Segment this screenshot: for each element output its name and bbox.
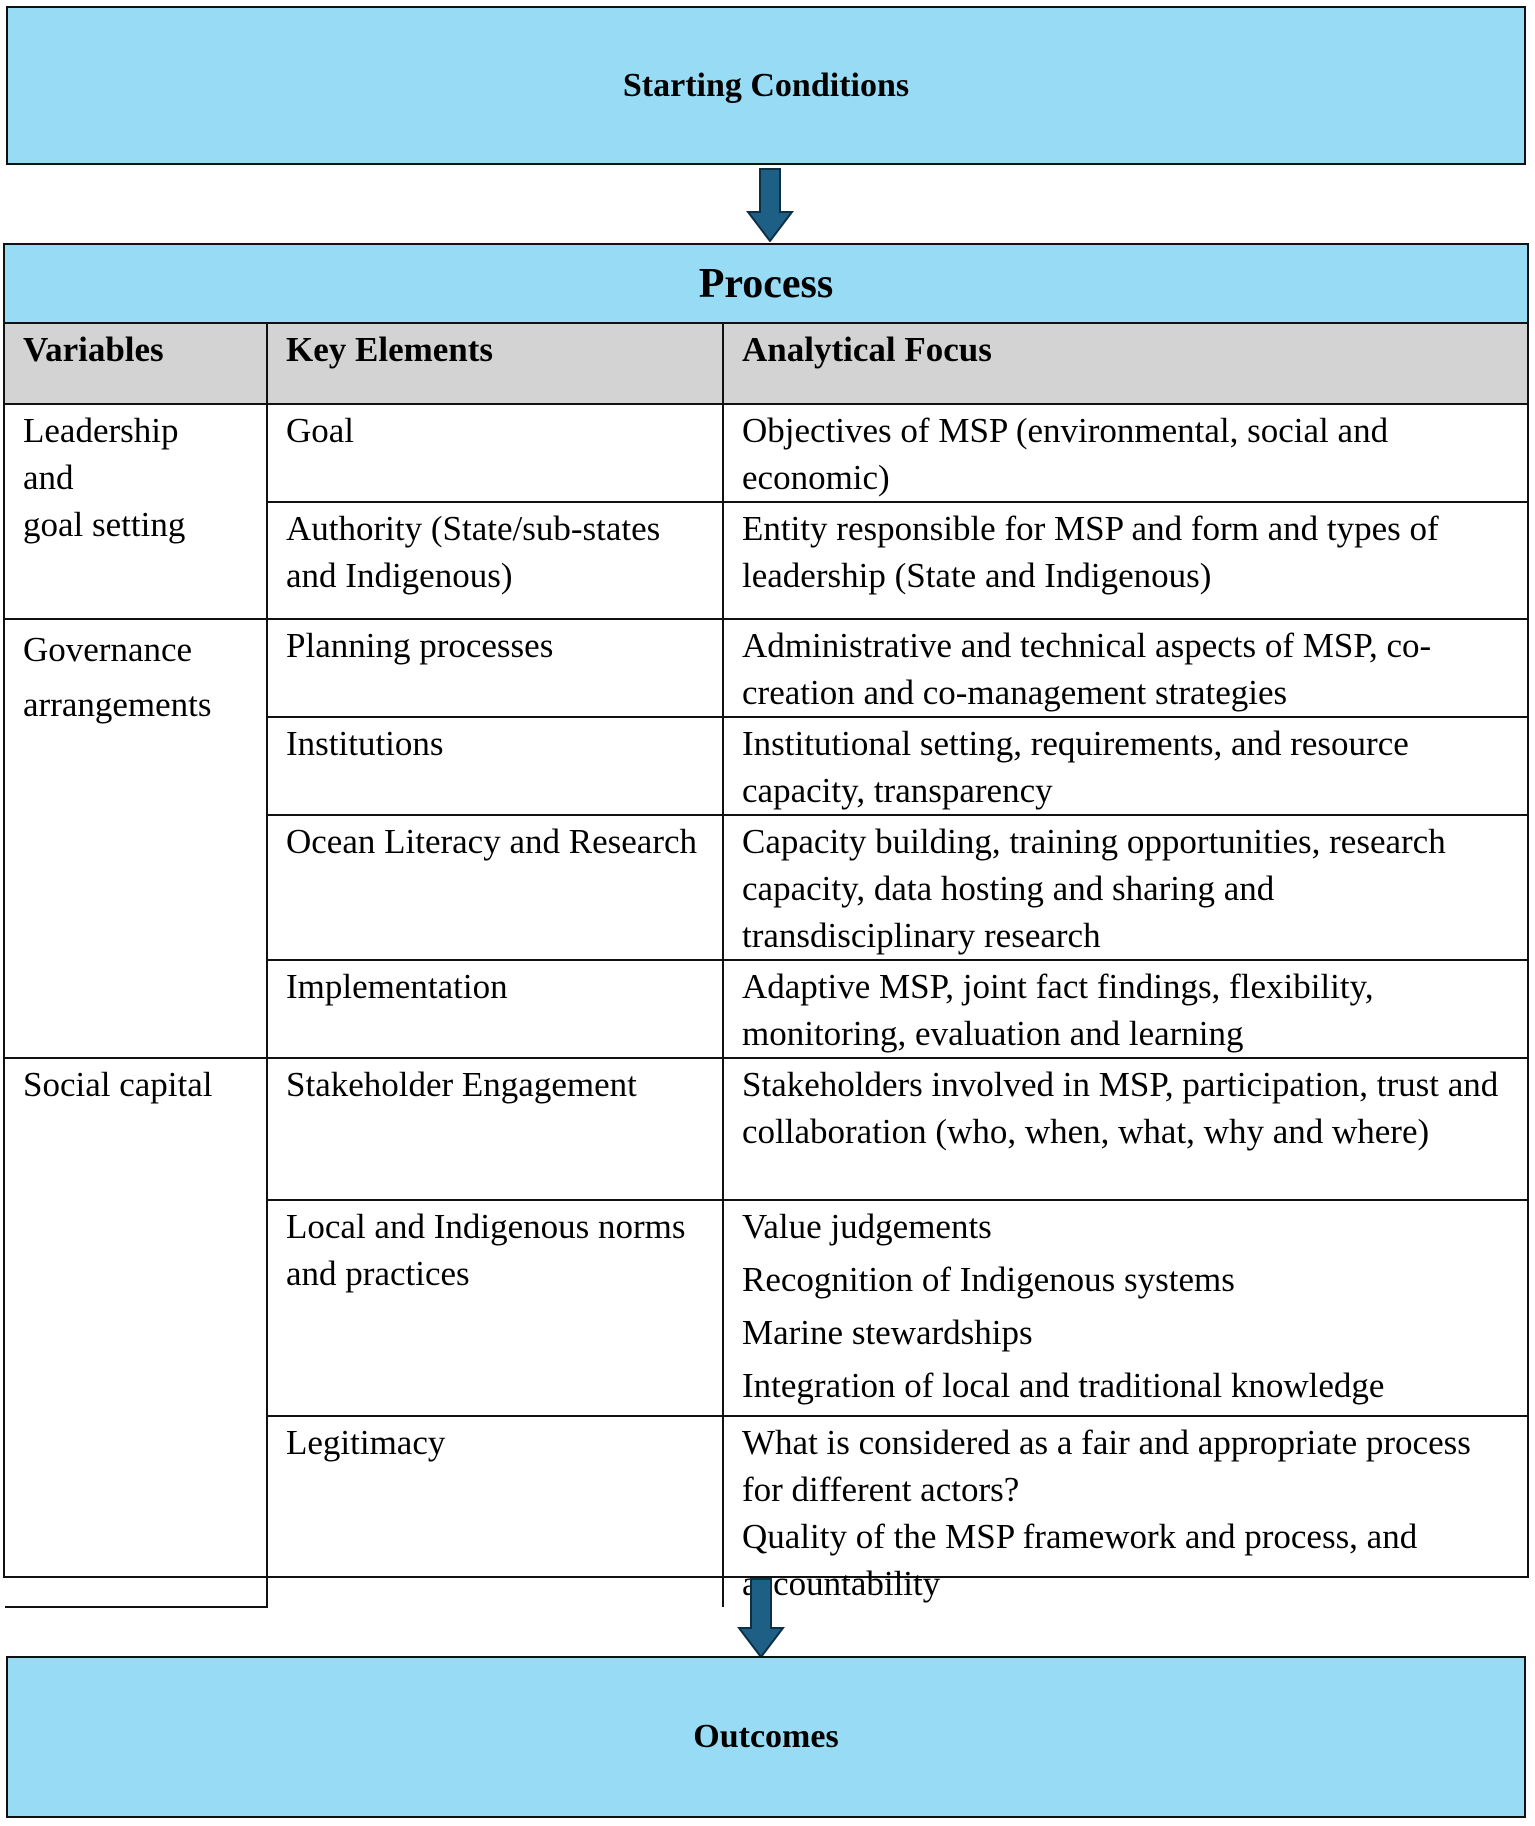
focus-item: What is considered as a fair and appropr…	[742, 1423, 1471, 1509]
process-table: Variables Key Elements Analytical Focus …	[5, 324, 1527, 1608]
focus-list-cell: Value judgements Recognition of Indigeno…	[722, 1199, 1527, 1417]
focus-cell: Stakeholders involved in MSP, participat…	[722, 1057, 1527, 1201]
process-header: Process	[5, 245, 1527, 324]
column-header-variables: Variables	[5, 324, 268, 405]
table-row: Institutions Institutional setting, requ…	[5, 716, 1527, 816]
focus-cell: Administrative and technical aspects of …	[722, 618, 1527, 718]
table-header-row: Variables Key Elements Analytical Focus	[5, 324, 1527, 405]
key-element-cell: Institutions	[267, 716, 724, 816]
column-header-key-elements: Key Elements	[266, 324, 724, 405]
table-row: Social capital Stakeholder Engagement St…	[5, 1057, 1527, 1608]
table-row: Legitimacy What is considered as a fair …	[5, 1415, 1527, 1607]
key-element-cell: Planning processes	[266, 618, 724, 718]
table-row: Governance arrangements Planning process…	[5, 618, 1527, 1059]
focus-cell: Objectives of MSP (environmental, social…	[722, 403, 1527, 503]
focus-item: Value judgements	[742, 1207, 992, 1246]
key-element-cell: Authority (State/sub-states and Indigeno…	[267, 501, 724, 620]
focus-item: Quality of the MSP framework and process…	[742, 1517, 1418, 1603]
down-arrow-icon	[746, 168, 794, 242]
focus-cell: Adaptive MSP, joint fact findings, flexi…	[722, 959, 1527, 1059]
down-arrow-icon	[737, 1578, 785, 1658]
starting-conditions-title: Starting Conditions	[622, 66, 910, 104]
focus-item: Integration of local and traditional kno…	[742, 1366, 1385, 1405]
column-header-analytical-focus: Analytical Focus	[722, 324, 1527, 405]
focus-item: Recognition of Indigenous systems	[742, 1260, 1235, 1299]
table-row: Implementation Adaptive MSP, joint fact …	[5, 959, 1527, 1059]
outcomes-title: Outcomes	[693, 1718, 839, 1755]
outcomes-box: Outcomes	[6, 1656, 1526, 1818]
focus-item: Marine stewardships	[742, 1313, 1033, 1352]
key-element-cell: Goal	[266, 403, 724, 503]
process-title: Process	[698, 260, 834, 307]
key-element-cell: Local and Indigenous norms and practices	[267, 1199, 724, 1417]
focus-cell: Capacity building, training opportunitie…	[722, 814, 1527, 961]
variable-governance: Governance arrangements	[5, 618, 268, 1059]
starting-conditions-box: Starting Conditions	[6, 6, 1526, 165]
focus-cell: Institutional setting, requirements, and…	[722, 716, 1527, 816]
table-row: Ocean Literacy and Research Capacity bui…	[5, 814, 1527, 961]
key-element-cell: Stakeholder Engagement	[266, 1057, 724, 1201]
variable-social-capital: Social capital	[5, 1057, 268, 1608]
key-element-cell: Implementation	[267, 959, 724, 1059]
focus-cell: Entity responsible for MSP and form and …	[722, 501, 1527, 620]
table-row: Authority (State/sub-states and Indigeno…	[5, 501, 1527, 620]
focus-list-cell: What is considered as a fair and appropr…	[722, 1415, 1527, 1607]
process-box: Process Variables Key Elements Analytica…	[3, 243, 1529, 1608]
table-row: Local and Indigenous norms and practices…	[5, 1199, 1527, 1417]
key-element-cell: Legitimacy	[267, 1415, 724, 1607]
key-element-cell: Ocean Literacy and Research	[267, 814, 724, 961]
